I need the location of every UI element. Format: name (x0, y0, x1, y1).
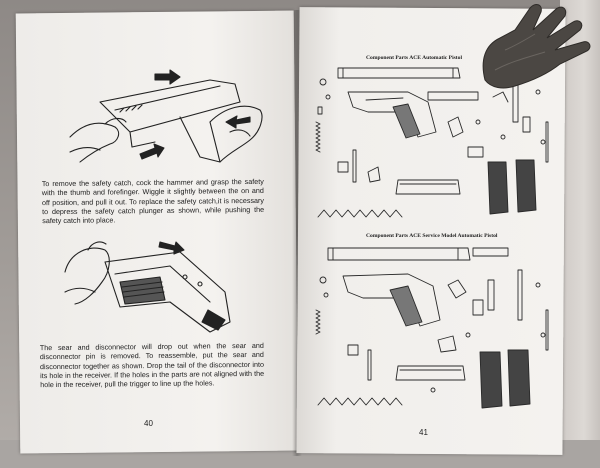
page-number-right: 41 (419, 428, 428, 437)
instruction-paragraph-2: The sear and disconnector will drop out … (40, 341, 264, 390)
book-cover-edge (560, 0, 600, 468)
paragraph-text: To remove the safety catch, cock the ham… (41, 176, 265, 226)
instruction-paragraph-1: To remove the safety catch, cock the ham… (42, 177, 264, 226)
paragraph-text: The sear and disconnector will drop out … (39, 340, 265, 390)
exploded-parts-diagram-2 (315, 247, 549, 409)
diagram-title-2: Component Parts ACE Service Model Automa… (366, 233, 498, 239)
diagram-title-1: Component Parts ACE Automatic Pistol (366, 55, 463, 61)
illustration-safety-catch-removal (69, 69, 263, 163)
exploded-parts-diagram-1 (315, 67, 549, 218)
glove-object (482, 4, 591, 89)
illustration-sear-disconnector (64, 241, 231, 333)
page-number-left: 40 (144, 419, 153, 428)
